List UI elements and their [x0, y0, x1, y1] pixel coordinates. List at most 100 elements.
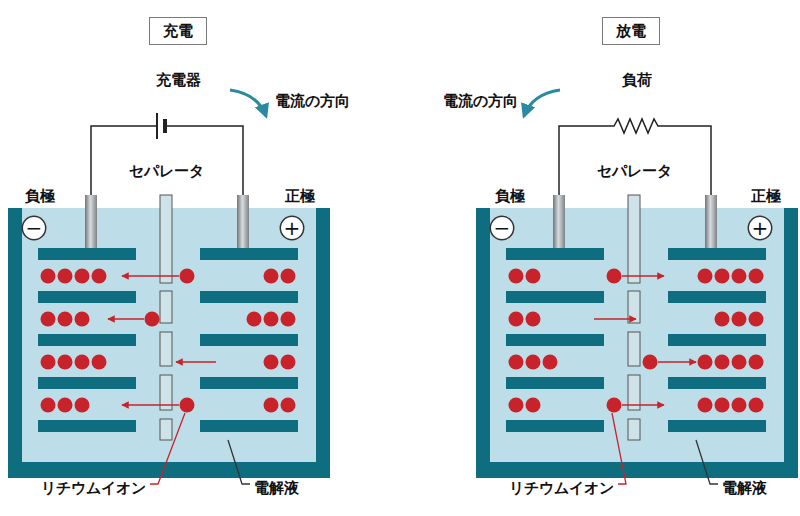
separator [628, 419, 640, 440]
lithium-ion [732, 355, 747, 370]
lithium-ion [526, 398, 541, 413]
separator [160, 291, 172, 323]
lithium-ion [749, 398, 764, 413]
lithium-ion [75, 355, 90, 370]
separator [160, 195, 172, 283]
lithium-ion [526, 355, 541, 370]
ion-arrow [108, 318, 144, 320]
lithium-ion [264, 398, 279, 413]
ion-arrow [658, 361, 696, 363]
electrode-label: 負極 [25, 187, 55, 205]
negative-plate [38, 334, 136, 346]
lithium-ion [715, 355, 730, 370]
positive-rod [237, 195, 249, 250]
negative-plate [506, 377, 604, 389]
positive-plate [668, 334, 766, 346]
lithium-ion [698, 269, 713, 284]
panel-title: 放電 [616, 22, 646, 40]
current-arrow [524, 90, 560, 116]
separator [160, 332, 172, 366]
terminal-sign: + [747, 215, 773, 241]
leader-line [150, 413, 185, 484]
lithium-ion [281, 355, 296, 370]
lithium-ion [264, 355, 279, 370]
lithium-ion [749, 269, 764, 284]
circuit-label: 負荷 [622, 71, 652, 89]
ion-label: リチウムイオン [41, 479, 146, 497]
lithium-ion [75, 398, 90, 413]
electrode-label: 負極 [495, 187, 525, 205]
ion-arrow [622, 275, 664, 277]
positive-plate [200, 334, 298, 346]
lithium-ion [180, 398, 195, 413]
lithium-ion [41, 269, 56, 284]
positive-plate [668, 420, 766, 432]
ion-arrow [122, 404, 179, 406]
positive-plate [200, 291, 298, 303]
lithium-ion [749, 312, 764, 327]
negative-rod [553, 195, 565, 250]
lithium-ion [509, 269, 524, 284]
negative-plate [38, 420, 136, 432]
electrolyte-label: 電解液 [722, 479, 767, 497]
lithium-ion [715, 398, 730, 413]
positive-plate [668, 377, 766, 389]
negative-rod [85, 195, 97, 250]
electrode-label: 正極 [751, 187, 781, 205]
lithium-ion [41, 355, 56, 370]
lithium-ion [509, 312, 524, 327]
terminal-circle [280, 216, 303, 239]
ion-arrow [622, 404, 664, 406]
current-label: 電流の方向 [275, 92, 350, 110]
current-arrow [230, 90, 266, 116]
lithium-ion [732, 269, 747, 284]
leader-line [696, 440, 718, 484]
lithium-ion [607, 269, 622, 284]
positive-plate [200, 420, 298, 432]
lithium-ion [92, 269, 107, 284]
lithium-ion [715, 312, 730, 327]
separator-label: セパレータ [597, 162, 672, 180]
terminal-sign: − [489, 215, 515, 241]
positive-plate [200, 248, 298, 260]
lithium-ion [92, 355, 107, 370]
battery-cell [476, 195, 798, 484]
terminal-sign: − [21, 215, 47, 241]
lithium-ion [543, 355, 558, 370]
separator [628, 332, 640, 366]
positive-plate [200, 377, 298, 389]
circuit-label: 充電器 [156, 71, 201, 89]
positive-plate [668, 291, 766, 303]
negative-plate [38, 248, 136, 260]
terminal-circle [22, 216, 45, 239]
lithium-ion [715, 269, 730, 284]
lithium-ion [180, 269, 195, 284]
negative-plate [506, 334, 604, 346]
lithium-ion [749, 355, 764, 370]
charger-circuit [91, 113, 243, 196]
polarity-sign: − [494, 218, 511, 238]
lithium-ion [281, 269, 296, 284]
lithium-ion [58, 398, 73, 413]
negative-plate [506, 420, 604, 432]
leader-line [228, 440, 250, 484]
battery-cell [8, 195, 330, 484]
electrode-label: 正極 [285, 187, 315, 205]
lithium-ion [75, 269, 90, 284]
lithium-ion [75, 312, 90, 327]
ion-arrow [176, 361, 216, 363]
terminal-circle [748, 216, 771, 239]
separator-label: セパレータ [129, 162, 204, 180]
negative-plate [506, 248, 604, 260]
polarity-sign: + [284, 218, 301, 238]
lithium-ion [526, 312, 541, 327]
positive-rod [705, 195, 717, 250]
terminal-circle [490, 216, 513, 239]
ion-arrow [122, 275, 179, 277]
negative-plate [38, 377, 136, 389]
ion-label: リチウムイオン [509, 479, 614, 497]
lithium-ion [526, 269, 541, 284]
lithium-ion [281, 312, 296, 327]
lithium-ion [509, 355, 524, 370]
